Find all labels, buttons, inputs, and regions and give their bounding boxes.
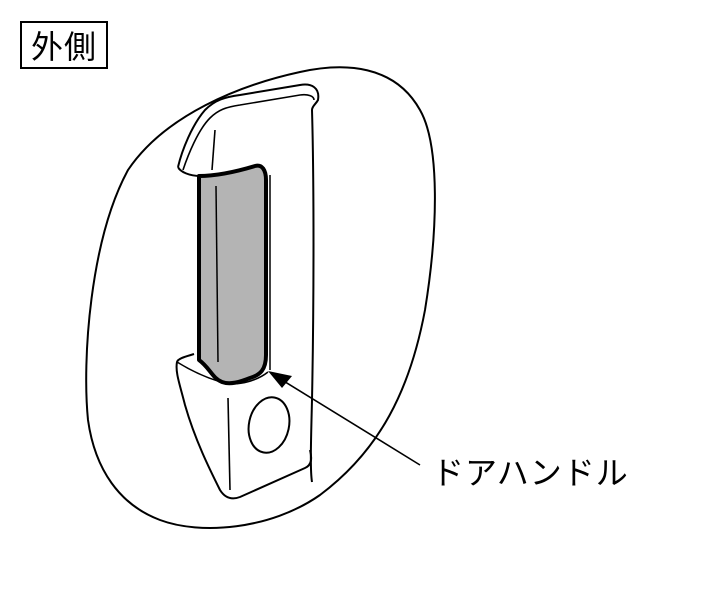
upper-bezel-inner xyxy=(182,93,315,171)
lower-bezel xyxy=(175,353,313,500)
door-handle xyxy=(197,163,268,386)
lower-bezel-top xyxy=(176,361,269,385)
upper-bezel-crease xyxy=(211,129,216,171)
recess-right-edge xyxy=(309,109,315,483)
door-handle-highlight xyxy=(215,185,219,363)
section-label-text: 外側 xyxy=(30,28,97,66)
lower-bezel-crease xyxy=(227,397,231,491)
section-label-outside: 外側 xyxy=(20,21,108,69)
callout-leader-line xyxy=(281,379,421,466)
upper-bezel xyxy=(177,83,320,168)
key-cylinder xyxy=(247,396,291,454)
callout-arrowhead xyxy=(268,371,292,388)
door-panel-outline xyxy=(85,66,436,529)
upper-bezel-lip xyxy=(177,166,201,177)
door-handle-callout-label: ドアハンドル xyxy=(432,454,629,492)
